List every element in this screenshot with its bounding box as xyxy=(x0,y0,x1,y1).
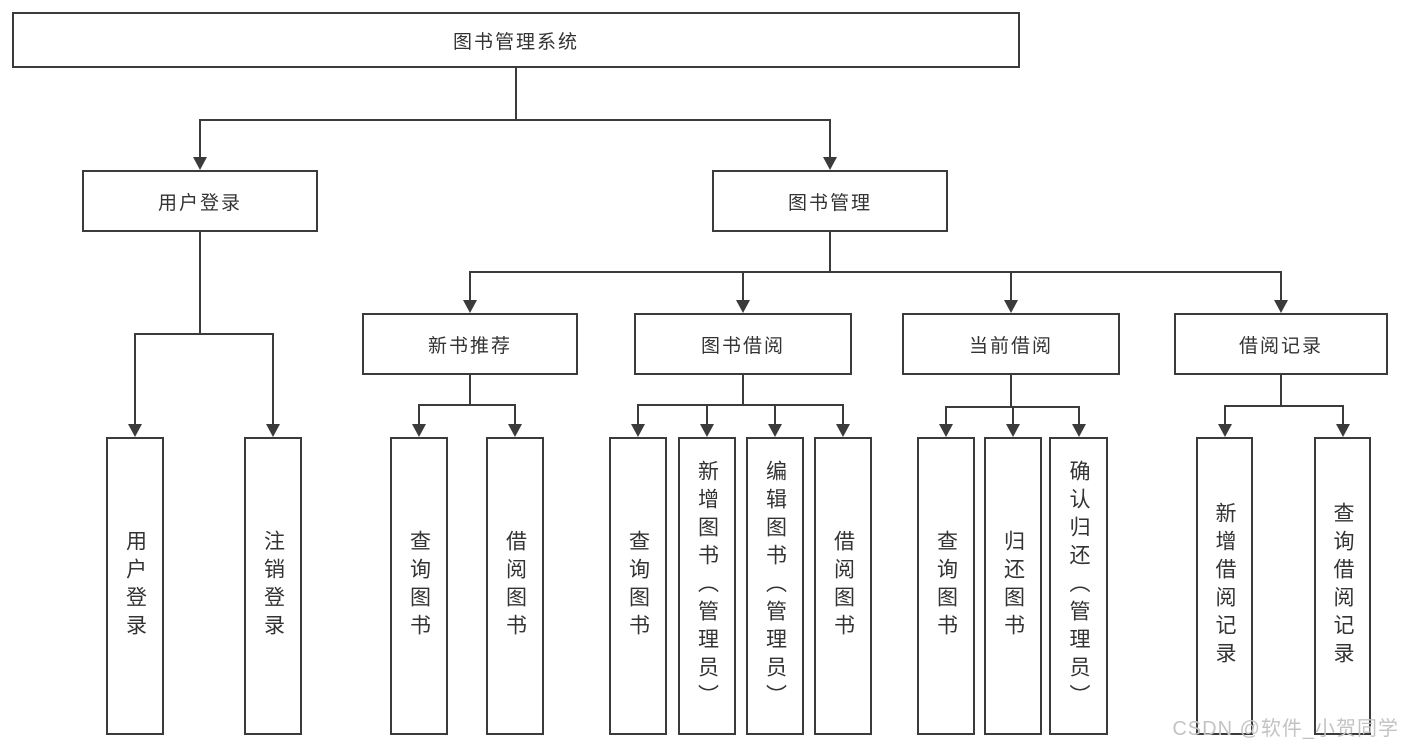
node-user-login-label: 用户登录 xyxy=(157,192,242,214)
node-current-borrow-box: 当前借阅 xyxy=(902,313,1120,375)
node-leaf-edit-book-admin-label: 编辑图书（管理员） xyxy=(763,460,787,712)
connector-drop-book-management-to-book-borrow xyxy=(742,272,744,302)
connector-rail-new-book-recommend xyxy=(418,404,516,406)
connector-drop-book-management-to-new-book-recommend xyxy=(469,272,471,302)
arrowhead-user-login-to-leaf-logout xyxy=(266,424,280,437)
arrowhead-borrow-records-to-leaf-query-record xyxy=(1335,424,1350,437)
connector-drop-system-to-user-login xyxy=(199,120,201,159)
connector-rail-borrow-records xyxy=(1223,405,1344,407)
node-leaf-borrow-new-box: 借阅图书 xyxy=(486,437,544,735)
arrowhead-current-borrow-to-leaf-query-current xyxy=(939,424,953,437)
node-leaf-query-current-box: 查询图书 xyxy=(917,437,975,735)
connector-rail-system xyxy=(199,119,831,121)
node-leaf-query-current-label: 查询图书 xyxy=(934,530,958,642)
connector-stem-new-book-recommend xyxy=(469,375,471,405)
connector-drop-book-borrow-to-leaf-edit-book-admin xyxy=(774,405,776,426)
connector-drop-book-borrow-to-leaf-borrow-book xyxy=(842,405,844,426)
connector-stem-current-borrow xyxy=(1010,375,1012,407)
node-leaf-user-login-label: 用户登录 xyxy=(123,530,147,642)
arrowhead-user-login-to-leaf-user-login xyxy=(128,424,142,437)
node-new-book-recommend-box: 新书推荐 xyxy=(362,313,578,375)
connector-drop-current-borrow-to-leaf-query-current xyxy=(945,407,947,426)
connector-drop-user-login-to-leaf-user-login xyxy=(134,334,136,426)
arrowhead-system-to-user-login xyxy=(193,157,207,170)
arrowhead-book-borrow-to-leaf-query-borrow xyxy=(631,424,645,437)
connector-drop-system-to-book-management xyxy=(829,120,831,159)
node-user-login-box: 用户登录 xyxy=(82,170,318,232)
connector-drop-book-management-to-current-borrow xyxy=(1010,272,1012,302)
arrowhead-current-borrow-to-leaf-return-book xyxy=(1006,424,1020,437)
node-borrow-records-label: 借阅记录 xyxy=(1238,335,1323,357)
connector-drop-borrow-records-to-leaf-query-record xyxy=(1341,406,1344,426)
node-system-label: 图书管理系统 xyxy=(452,31,579,53)
connector-stem-book-management xyxy=(829,232,831,272)
node-book-management-label: 图书管理 xyxy=(787,192,872,214)
node-leaf-add-record-label: 新增借阅记录 xyxy=(1213,502,1236,670)
node-current-borrow-label: 当前借阅 xyxy=(968,335,1053,357)
connector-stem-borrow-records xyxy=(1280,375,1282,406)
node-system-box: 图书管理系统 xyxy=(12,12,1020,68)
connector-drop-new-book-recommend-to-leaf-query-new xyxy=(418,405,420,426)
node-leaf-add-book-admin-box: 新增图书（管理员） xyxy=(678,437,736,735)
connector-drop-book-borrow-to-leaf-add-book-admin xyxy=(706,405,708,426)
arrowhead-book-borrow-to-leaf-edit-book-admin xyxy=(768,424,782,437)
connector-stem-user-login xyxy=(199,232,201,334)
arrowhead-book-management-to-current-borrow xyxy=(1004,300,1018,313)
node-leaf-confirm-return-box: 确认归还（管理员） xyxy=(1049,437,1108,735)
node-leaf-borrow-book-label: 借阅图书 xyxy=(831,530,855,642)
node-leaf-query-new-label: 查询图书 xyxy=(407,530,431,642)
arrowhead-system-to-book-management xyxy=(823,157,837,170)
arrowhead-new-book-recommend-to-leaf-borrow-new xyxy=(508,424,522,437)
node-leaf-query-record-box: 查询借阅记录 xyxy=(1314,437,1371,735)
node-leaf-logout-box: 注销登录 xyxy=(244,437,302,735)
node-new-book-recommend-label: 新书推荐 xyxy=(427,335,512,357)
connector-drop-current-borrow-to-leaf-confirm-return xyxy=(1077,407,1080,426)
node-book-borrow-box: 图书借阅 xyxy=(634,313,852,375)
connector-drop-user-login-to-leaf-logout xyxy=(272,334,274,426)
node-borrow-records-box: 借阅记录 xyxy=(1174,313,1388,375)
csdn-watermark: CSDN @软件_小贺同学 xyxy=(1172,718,1399,740)
connector-drop-new-book-recommend-to-leaf-borrow-new xyxy=(514,405,516,426)
connector-drop-book-management-to-borrow-records xyxy=(1280,272,1282,302)
connector-stem-book-borrow xyxy=(742,375,744,405)
node-leaf-add-book-admin-label: 新增图书（管理员） xyxy=(695,460,719,712)
arrowhead-book-borrow-to-leaf-add-book-admin xyxy=(700,424,714,437)
connector-drop-current-borrow-to-leaf-return-book xyxy=(1012,407,1014,426)
connector-rail-book-management xyxy=(469,271,1282,273)
arrowhead-new-book-recommend-to-leaf-query-new xyxy=(412,424,426,437)
node-leaf-return-book-label: 归还图书 xyxy=(1001,530,1025,642)
arrowhead-borrow-records-to-leaf-add-record xyxy=(1217,424,1232,437)
arrowhead-book-management-to-new-book-recommend xyxy=(463,300,477,313)
node-leaf-user-login-box: 用户登录 xyxy=(106,437,164,735)
node-leaf-confirm-return-label: 确认归还（管理员） xyxy=(1067,460,1090,712)
connector-stem-system xyxy=(515,68,517,120)
node-leaf-query-new-box: 查询图书 xyxy=(390,437,448,735)
arrowhead-book-borrow-to-leaf-borrow-book xyxy=(836,424,850,437)
node-leaf-add-record-box: 新增借阅记录 xyxy=(1196,437,1253,735)
node-leaf-query-borrow-box: 查询图书 xyxy=(609,437,667,735)
node-book-borrow-label: 图书借阅 xyxy=(700,335,785,357)
connector-rail-user-login xyxy=(134,333,274,335)
node-leaf-edit-book-admin-box: 编辑图书（管理员） xyxy=(746,437,804,735)
node-leaf-query-record-label: 查询借阅记录 xyxy=(1331,502,1354,670)
arrowhead-book-management-to-book-borrow xyxy=(736,300,750,313)
arrowhead-current-borrow-to-leaf-confirm-return xyxy=(1071,424,1086,437)
connector-drop-book-borrow-to-leaf-query-borrow xyxy=(637,405,639,426)
connector-drop-borrow-records-to-leaf-add-record xyxy=(1223,406,1226,426)
node-leaf-query-borrow-label: 查询图书 xyxy=(626,530,650,642)
arrowhead-book-management-to-borrow-records xyxy=(1274,300,1288,313)
node-book-management-box: 图书管理 xyxy=(712,170,948,232)
node-leaf-return-book-box: 归还图书 xyxy=(984,437,1042,735)
connector-rail-book-borrow xyxy=(637,404,844,406)
node-leaf-logout-label: 注销登录 xyxy=(261,530,285,642)
node-leaf-borrow-new-label: 借阅图书 xyxy=(503,530,527,642)
node-leaf-borrow-book-box: 借阅图书 xyxy=(814,437,872,735)
